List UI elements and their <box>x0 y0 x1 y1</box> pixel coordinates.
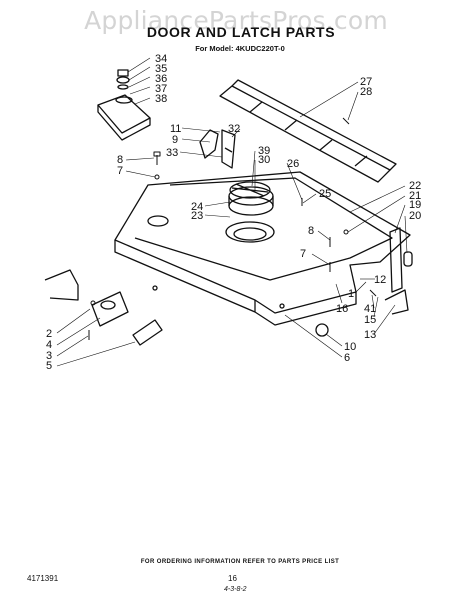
callout-label: 28 <box>360 86 372 98</box>
callout-label: 16 <box>336 303 348 315</box>
callout-label: 13 <box>364 329 376 341</box>
callout-label: 5 <box>46 360 52 372</box>
callout-label: 7 <box>117 165 123 177</box>
callout-label: 1 <box>348 288 354 300</box>
latch-lever <box>199 129 236 169</box>
vent-gasket <box>228 181 274 216</box>
callout-label: 41 <box>364 303 376 315</box>
callout-label: 6 <box>344 352 350 364</box>
callout-label: 38 <box>155 93 167 105</box>
hinge-parts <box>44 269 329 346</box>
callout-label: 39 <box>258 145 270 157</box>
callout-label: 3 <box>46 350 52 362</box>
callout-label: 22 <box>409 180 421 192</box>
callout-label: 15 <box>364 314 376 326</box>
callout-label: 21 <box>409 190 421 202</box>
model-subtitle: For Model: 4KUDC220T-0 <box>195 44 285 53</box>
callout-label: 4 <box>46 339 52 351</box>
callout-label: 2 <box>46 328 52 340</box>
callout-label: 19 <box>409 199 421 211</box>
callout-label: 33 <box>166 147 178 159</box>
callout-label: 9 <box>172 134 178 146</box>
diagram-title: DOOR AND LATCH PARTS <box>146 24 336 40</box>
callout-label: 7 <box>300 248 306 260</box>
callout-label: 37 <box>155 83 167 95</box>
callout-label: 8 <box>117 154 123 166</box>
callout-label: 27 <box>360 76 372 88</box>
callout-label: 30 <box>258 154 270 166</box>
side-bracket <box>384 227 413 315</box>
callout-label: 24 <box>191 201 203 213</box>
callout-label: 12 <box>374 274 386 286</box>
callout-label: 32 <box>228 123 240 135</box>
callout-label: 26 <box>287 158 299 170</box>
callout-label: 35 <box>155 63 167 75</box>
callout-label: 8 <box>308 225 314 237</box>
fasteners <box>88 117 377 340</box>
watermark: AppliancePartsPros.com <box>84 6 388 35</box>
date-code: 4-3-8-2 <box>224 586 247 593</box>
callout-label: 25 <box>319 188 331 200</box>
callout-label: 10 <box>344 341 356 353</box>
ordering-note: FOR ORDERING INFORMATION REFER TO PARTS … <box>140 559 340 565</box>
callout-label: 34 <box>155 53 167 65</box>
top-trim-strip <box>219 79 397 183</box>
callout-label: 23 <box>191 210 203 222</box>
callout-label: 11 <box>170 123 181 135</box>
callout-label: 20 <box>409 210 421 222</box>
callout-label: 36 <box>155 73 167 85</box>
document-number: 4171391 <box>27 574 59 583</box>
inner-door-panel <box>114 171 411 326</box>
page-number: 16 <box>228 574 237 583</box>
leader-lines <box>56 57 408 367</box>
